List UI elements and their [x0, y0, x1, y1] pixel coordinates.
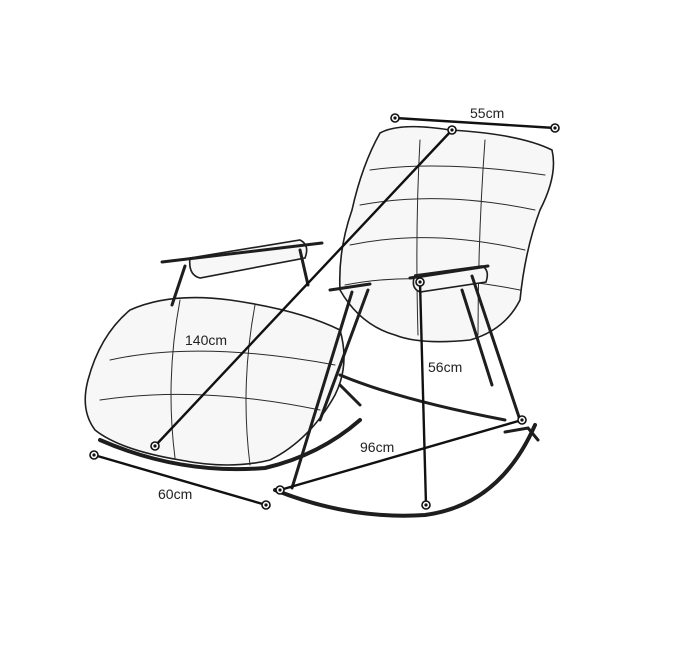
backrest-cushion	[338, 125, 555, 343]
dimension-lines	[89, 113, 560, 510]
dimension-label-top-width: 55cm	[470, 105, 504, 121]
front-rocker	[98, 418, 362, 472]
chair-illustration	[84, 125, 555, 518]
dimension-label-base-length: 96cm	[360, 439, 394, 455]
right-armrest-pad	[412, 265, 489, 293]
dimension-label-base-width: 60cm	[158, 486, 192, 502]
dimension-label-seat-height: 56cm	[428, 359, 462, 375]
dimension-label-length: 140cm	[185, 332, 227, 348]
rear-rocker	[273, 423, 537, 518]
